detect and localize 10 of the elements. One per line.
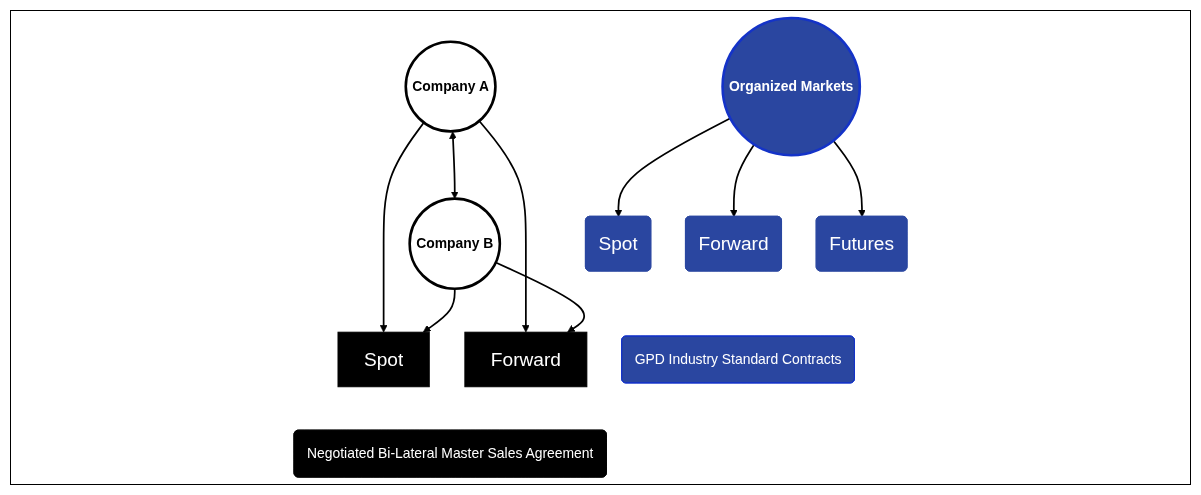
node-circle: Company B — [408, 197, 502, 291]
arrow — [449, 131, 459, 199]
arrow — [379, 121, 425, 333]
node-box: Spot — [337, 331, 430, 388]
arrow — [478, 120, 530, 333]
arrow — [730, 143, 756, 218]
node-circle: Organized Markets — [721, 16, 862, 157]
node-box: Forward — [464, 331, 588, 388]
arrow — [832, 139, 866, 218]
node-circle: Company A — [404, 40, 497, 133]
